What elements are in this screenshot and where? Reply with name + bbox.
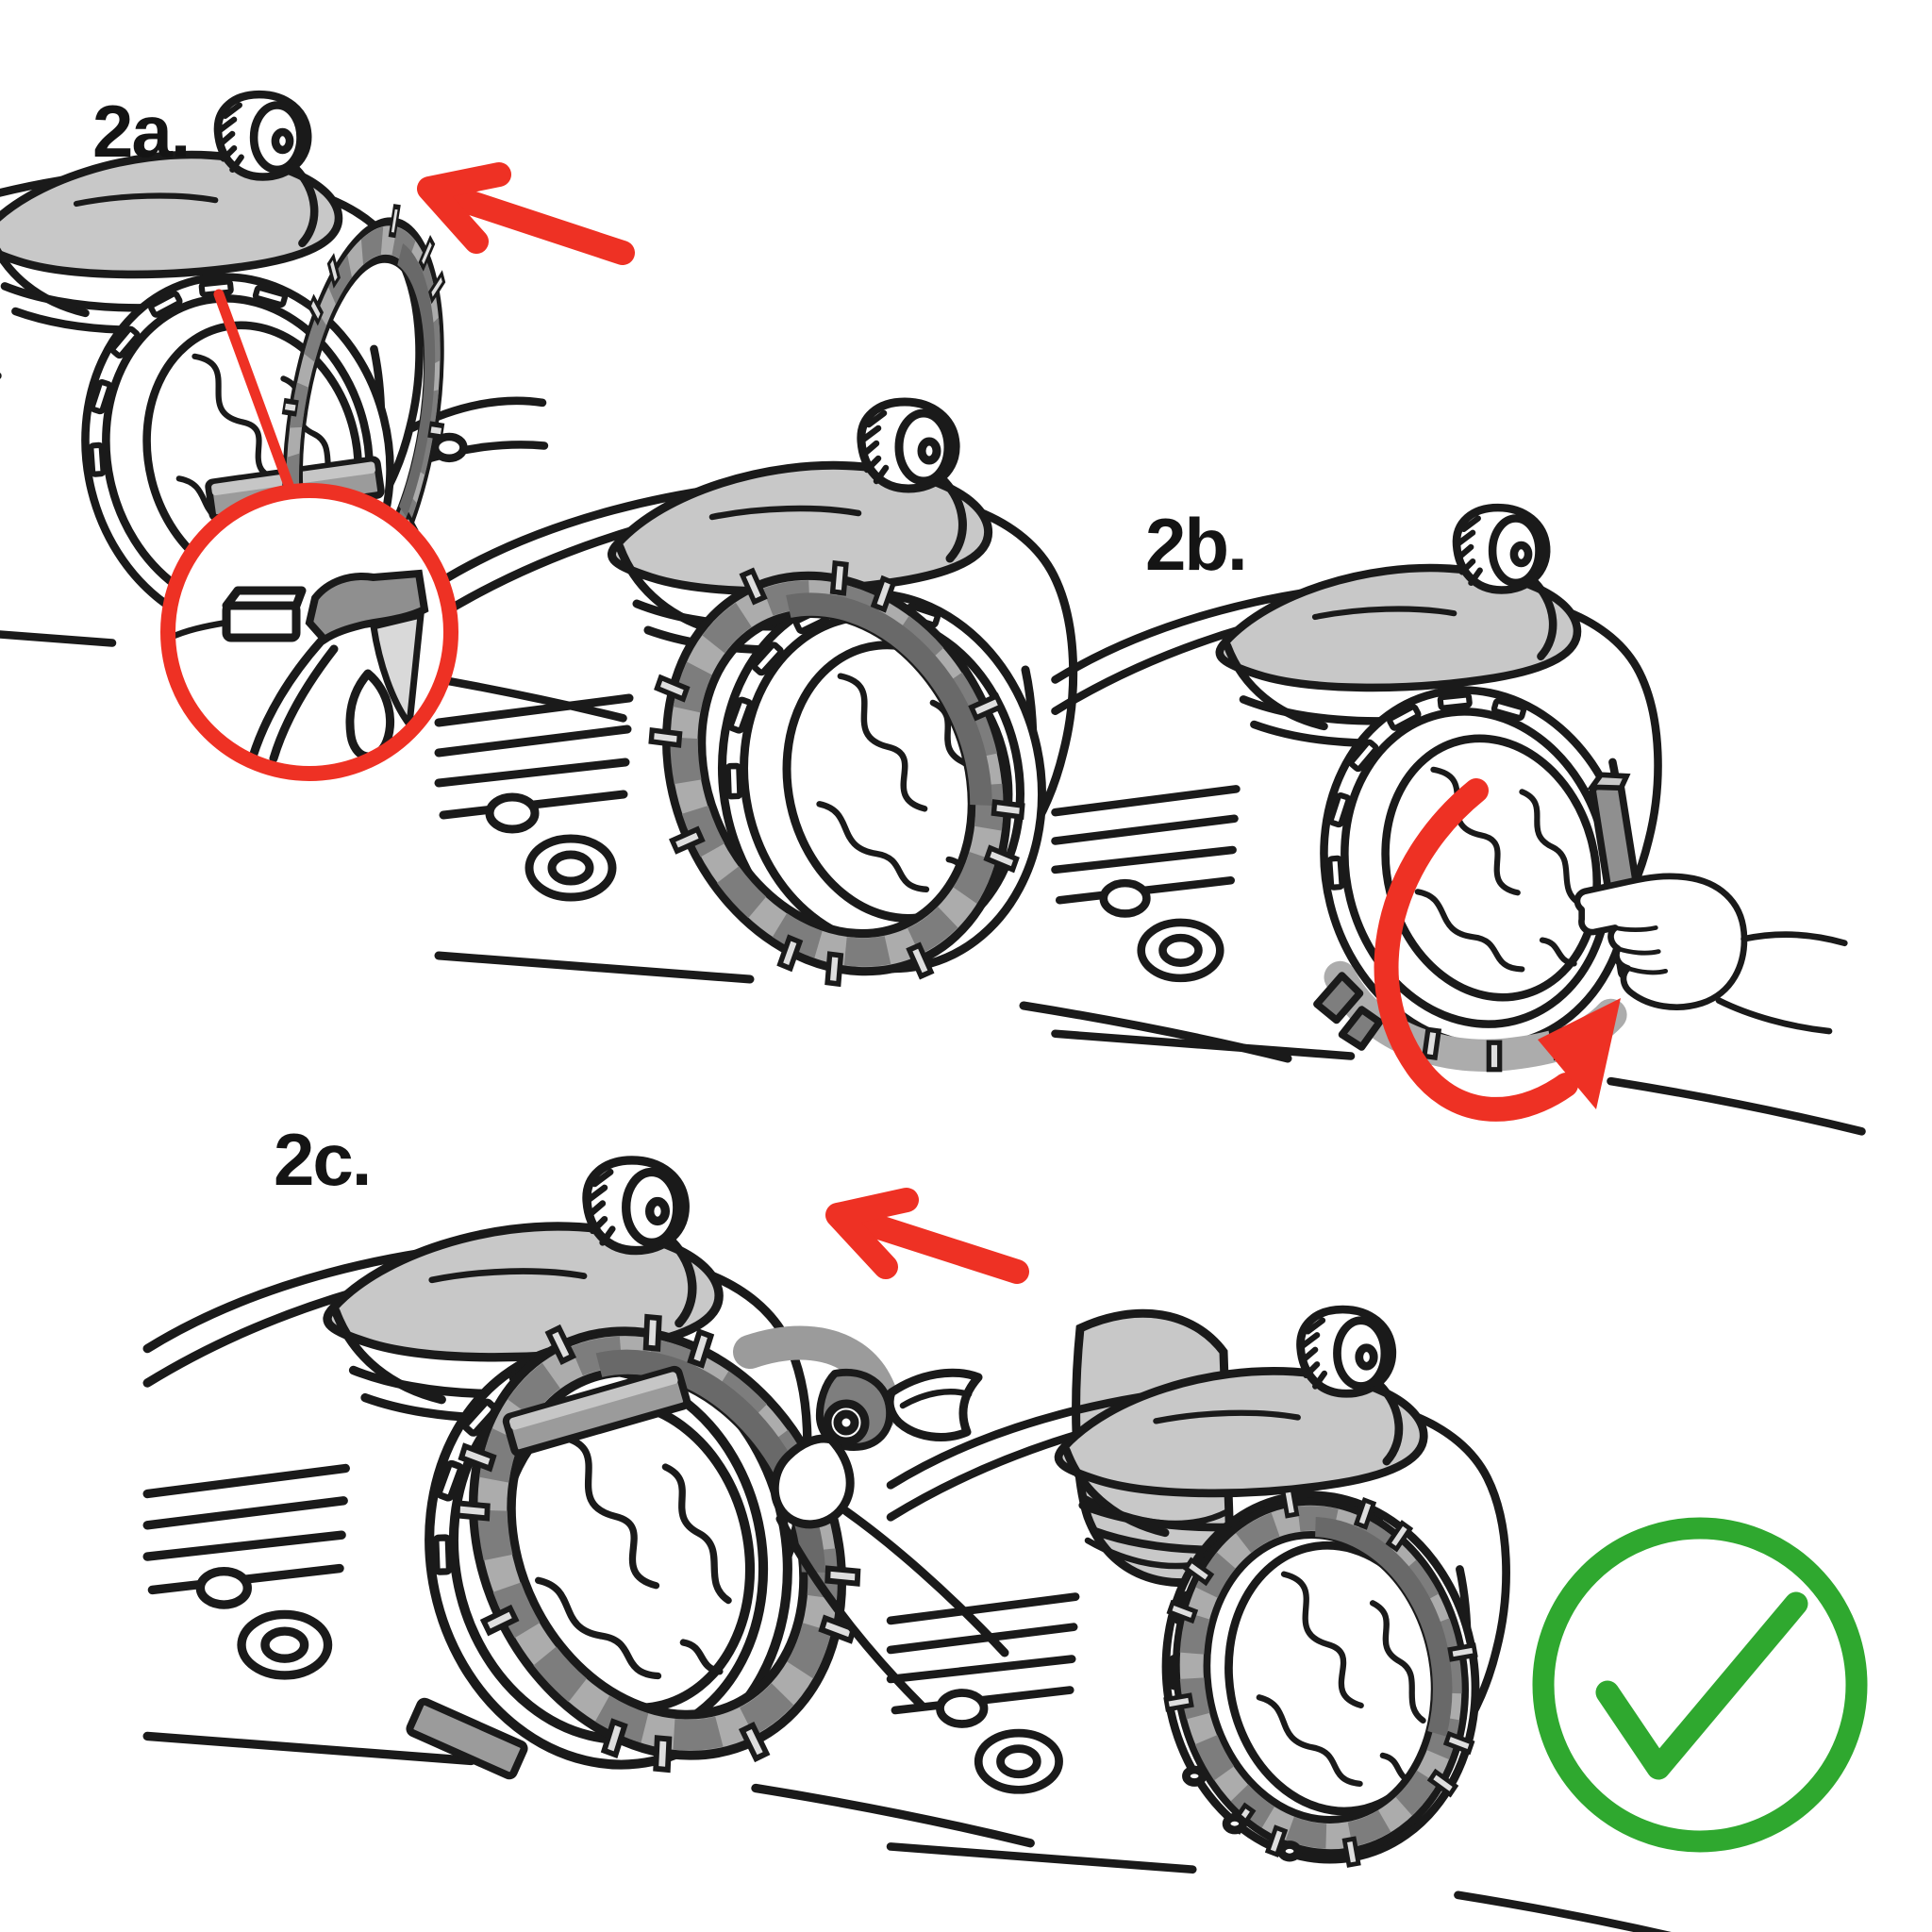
step-label-2a: 2a. [92, 90, 191, 173]
step-2c-pull-arrow [825, 1188, 1029, 1284]
step-2a-detail-callout [160, 289, 458, 781]
scene-step-2c [147, 1160, 1236, 1843]
success-check-icon [1532, 1517, 1868, 1853]
step-label-2c: 2c. [274, 1118, 372, 1201]
step-2b-rotate-arrow [1374, 778, 1621, 1122]
scene-step-2a [0, 94, 623, 718]
step-label-2b: 2b. [1145, 503, 1248, 586]
step-2a-remove-arrow [417, 162, 635, 265]
scene-result [891, 1309, 1714, 1932]
